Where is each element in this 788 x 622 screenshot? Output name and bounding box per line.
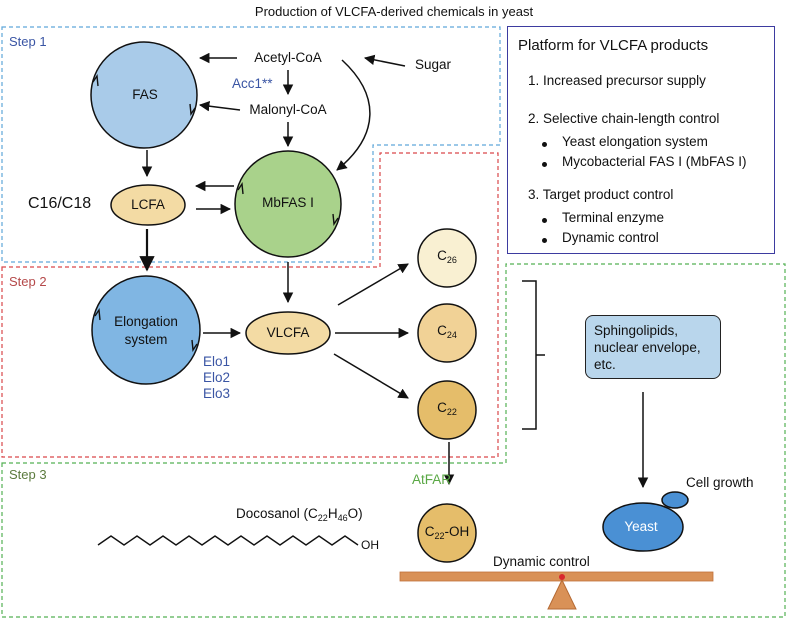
- c26-label: C26: [437, 248, 457, 265]
- docosanol-chain: [97, 535, 359, 546]
- acetyl-coa-label: Acetyl-CoA: [254, 50, 322, 65]
- mbfas-label: MbFAS I: [262, 195, 314, 210]
- page-title: Production of VLCFA-derived chemicals in…: [254, 4, 534, 19]
- fas-circle: [90, 41, 198, 149]
- yeast-body: [602, 502, 684, 552]
- step3-region: [1, 263, 786, 618]
- sphingolipids-box: Sphingolipids, nuclear envelope, etc.: [585, 315, 721, 379]
- lcfa-ellipse: [110, 184, 186, 226]
- platform-heading: Platform for VLCFA products: [518, 37, 709, 54]
- elo2-label: Elo2: [203, 370, 231, 385]
- balance-fulcrum: [547, 578, 577, 610]
- yeast-label: Yeast: [624, 519, 658, 534]
- vlcfa-ellipse: [245, 311, 331, 355]
- balance-beam: [399, 571, 714, 582]
- platform-item-2: 2. Selective chain-length control: [528, 111, 720, 126]
- platform-item-3-bullet-1: Terminal enzyme: [562, 210, 665, 225]
- step1-region: [1, 26, 501, 263]
- elongation-label-line2: system: [124, 332, 168, 347]
- c22-label: C22: [437, 400, 457, 417]
- c24-label: C24: [437, 323, 457, 340]
- fas-label: FAS: [132, 87, 158, 102]
- bullet-icon: [542, 142, 547, 147]
- c22oh-label: C22-OH: [424, 524, 470, 541]
- sugar-label: Sugar: [415, 57, 452, 72]
- step3-label: Step 3: [9, 467, 47, 482]
- acc1-label: Acc1**: [232, 76, 273, 91]
- elo3-label: Elo3: [203, 386, 231, 401]
- platform-item-1: 1. Increased precursor supply: [528, 73, 706, 88]
- yeast-bud: [661, 491, 689, 509]
- bracket: [522, 280, 545, 430]
- c24-circle: [417, 303, 477, 363]
- elongation-circle: [91, 275, 201, 385]
- lcfa-label: LCFA: [131, 197, 165, 212]
- oh-label: OH: [361, 538, 379, 552]
- dynamic-control-label: Dynamic control: [493, 554, 590, 569]
- c22oh-circle: [417, 503, 477, 563]
- docosanol-label: Docosanol (C22H46O): [236, 506, 363, 523]
- elo1-label: Elo1: [203, 354, 231, 369]
- step1-label: Step 1: [9, 34, 47, 49]
- step2-label: Step 2: [9, 274, 47, 289]
- platform-item-3-bullet-2: Dynamic control: [562, 230, 659, 245]
- c22-circle: [417, 380, 477, 440]
- platform-item-2-bullet-2: Mycobacterial FAS I (MbFAS I): [562, 154, 747, 169]
- elongation-label-line1: Elongation: [114, 314, 178, 329]
- balance-pivot: [559, 574, 565, 580]
- cell-growth-label: Cell growth: [686, 475, 754, 490]
- mbfas-circle: [234, 150, 342, 258]
- c26-circle: [417, 228, 477, 288]
- vlcfa-label: VLCFA: [266, 325, 310, 340]
- platform-item-3: 3. Target product control: [528, 187, 674, 202]
- step2-region: [1, 152, 499, 458]
- bullet-icon: [542, 238, 547, 243]
- c16-c18-label: C16/C18: [28, 195, 92, 212]
- bullet-icon: [542, 162, 547, 167]
- malonyl-coa-label: Malonyl-CoA: [249, 102, 327, 117]
- platform-item-2-bullet-1: Yeast elongation system: [562, 134, 708, 149]
- atfar-label: AtFAR: [412, 472, 452, 487]
- bullet-icon: [542, 218, 547, 223]
- platform-panel: [507, 26, 775, 254]
